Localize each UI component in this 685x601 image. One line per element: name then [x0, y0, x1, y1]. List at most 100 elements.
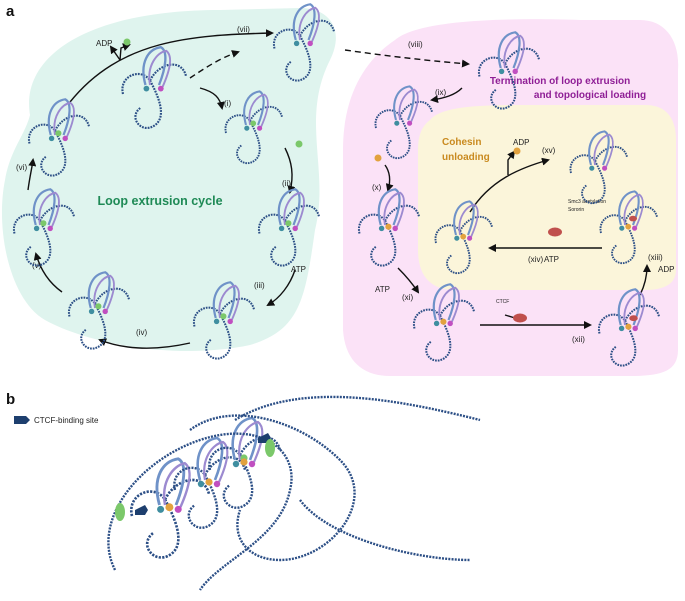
complex-xiii: [599, 190, 658, 264]
complex-viii: [478, 31, 540, 110]
dna-tail-top: [234, 395, 481, 422]
arrow-step-ii: [284, 147, 296, 194]
pds5-molecule-icon: [374, 154, 382, 162]
unloading-title-line1: Cohesin: [442, 137, 481, 148]
step-label-xv: (xv): [542, 146, 556, 155]
step-label-xiv: (xiv): [528, 255, 543, 264]
dna-loop: [478, 56, 517, 110]
step-label-xiii: (xiii): [648, 253, 663, 262]
complex-ii: [258, 188, 320, 267]
complex-xv: [569, 130, 628, 204]
dna-loop: [13, 213, 52, 267]
arrow-step-x: [384, 164, 394, 192]
ctcf-binding-site-legend: CTCF-binding site: [34, 416, 99, 425]
step-label-xi: (xi): [402, 293, 413, 302]
dna-loop: [413, 308, 452, 362]
smc3-acetylation-label: Smc3 acetylation: [568, 199, 606, 205]
ctcf-protein-icon: [265, 439, 275, 457]
released-factor-icon: [513, 147, 521, 155]
dna-loop-right: [189, 414, 356, 562]
complex-ix: [374, 85, 433, 159]
complex-vi: [28, 98, 90, 177]
atp-molecule-icon: [295, 140, 303, 148]
dna-loop: [598, 313, 637, 367]
arrow-step-i: [199, 87, 225, 110]
complex-xiv: [434, 200, 493, 274]
termination-title-line2: and topological loading: [534, 90, 646, 101]
step-label-v: (v): [32, 261, 42, 270]
ctcf-binding-site-icon: [14, 416, 30, 424]
step-label-xii: (xii): [572, 335, 585, 344]
dna-loop: [434, 224, 471, 274]
cohesin-left: [130, 457, 211, 559]
dna-loop: [273, 28, 312, 82]
dna-loop: [68, 296, 107, 350]
step-label-viii: (viii): [408, 40, 423, 49]
dna-loop: [28, 123, 67, 177]
sororin-label: Sororin: [568, 207, 584, 213]
sororin-protein-icon: [548, 227, 562, 237]
arrow-step-xi: [397, 267, 420, 294]
complex-v: [13, 188, 75, 267]
step-label-iv: (iv): [136, 328, 147, 337]
step-label-vi: (vi): [16, 163, 27, 172]
termination-adp-label: ADP: [658, 265, 674, 274]
ctcf-protein-icon: [115, 503, 125, 521]
step-label-ii: (ii): [282, 179, 291, 188]
complex-iii: [193, 281, 255, 360]
adp-molecule-icon: [123, 38, 131, 46]
termination-atp-label: ATP: [375, 285, 390, 294]
arrow-step-vii: [69, 29, 274, 103]
complex-x: [358, 188, 420, 267]
unloading-atp-label: ATP: [544, 255, 559, 264]
complex-i: [224, 90, 283, 164]
complex-xii: [598, 288, 660, 367]
complex-iv: [68, 271, 130, 350]
dna-loop: [569, 154, 606, 204]
complex-vii: [273, 3, 335, 82]
panel-letter-b: b: [6, 391, 15, 408]
arrow-step-ix: [430, 87, 463, 104]
step-label-vii: (vii): [237, 25, 250, 34]
arrow-step-xv: [469, 157, 550, 213]
termination-title-line1: Termination of loop extrusion: [490, 76, 630, 87]
dna-tail-bottom: [299, 499, 471, 562]
ctcf-protein-icon: [513, 313, 527, 323]
arrow-step-v: [33, 252, 63, 293]
cycle-atp-label: ATP: [291, 265, 306, 274]
dna-loop: [193, 306, 232, 360]
ctcf-site-arrow-icon: [135, 505, 148, 515]
dna-loop: [224, 114, 261, 164]
dna-loop: [130, 490, 180, 559]
arrow-step-iv: [98, 338, 191, 349]
panel-letter-a: a: [6, 3, 15, 20]
arrow-adp-release: [119, 43, 131, 61]
dna-loop: [374, 109, 411, 159]
cycle-title: Loop extrusion cycle: [97, 194, 222, 208]
dna-loop: [121, 73, 162, 129]
unloading-title-line2: unloading: [442, 152, 490, 163]
dashed-arrow-viii: [344, 49, 470, 68]
complex-start: [121, 45, 188, 129]
dna-loop: [599, 214, 636, 264]
step-label-ix: (ix): [435, 88, 446, 97]
arrow-unloading-adp: [507, 150, 516, 175]
dna-loop: [258, 213, 297, 267]
step-label-x: (x): [372, 183, 382, 192]
arrow-step-vi: [27, 158, 37, 191]
unloading-adp-label: ADP: [513, 138, 529, 147]
arrow-step-iii: [266, 269, 296, 307]
arrow-adp-release-2: [109, 45, 121, 61]
panel-b-illustration: [107, 395, 481, 591]
dna-loop: [358, 213, 397, 267]
cohesin-complexes: [13, 3, 660, 559]
step-label-iii: (iii): [254, 281, 265, 290]
dna-loop: [173, 466, 219, 529]
complex-xi: [413, 283, 475, 362]
dashed-arrow-cycle: [189, 50, 240, 79]
cycle-adp-label: ADP: [96, 39, 112, 48]
ctcf-label: CTCF: [496, 299, 509, 305]
dna-loop: [208, 446, 254, 509]
step-label-i: (i): [224, 99, 231, 108]
